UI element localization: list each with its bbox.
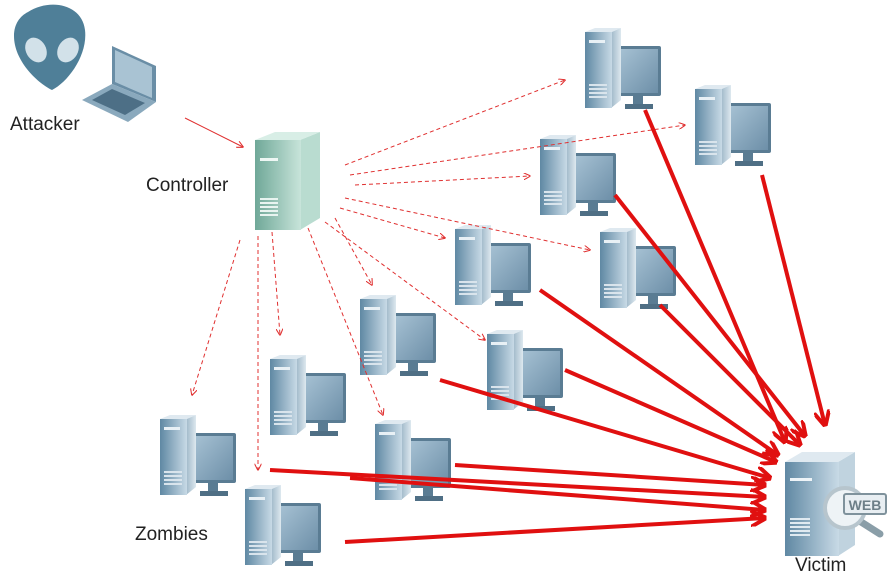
attack-arrow <box>564 368 776 462</box>
zombie-computer-icon <box>245 485 321 566</box>
attack-arrow <box>538 288 778 455</box>
attack-arrow <box>454 463 765 485</box>
command-arrows <box>184 80 685 470</box>
attack-arrow <box>349 476 765 510</box>
controller-server-icon <box>255 132 320 230</box>
laptop-icon <box>82 46 156 122</box>
attack-arrow <box>613 193 805 436</box>
controller-label: Controller <box>146 175 229 196</box>
victim-label: Victim <box>795 555 847 576</box>
attack-arrows <box>269 109 825 544</box>
zombie-computer-icon <box>695 85 771 166</box>
command-arrow <box>192 239 241 395</box>
zombie-computer-icon <box>270 355 346 436</box>
attack-arrow <box>344 518 765 544</box>
zombie-computer-icon <box>600 228 676 309</box>
command-arrow <box>344 80 565 166</box>
zombie-computer-icon <box>160 415 236 496</box>
command-arrow <box>324 221 485 340</box>
attack-arrow <box>643 109 785 442</box>
attacker-to-controller-arrow <box>184 117 243 147</box>
command-arrow <box>349 125 685 176</box>
command-arrow <box>271 231 280 335</box>
command-arrow <box>334 217 372 285</box>
zombies-label: Zombies <box>135 524 208 545</box>
command-arrow <box>339 207 445 238</box>
attack-arrow <box>658 303 800 445</box>
zombie-computer-icon <box>455 225 531 306</box>
alien-icon <box>14 4 86 90</box>
web-badge: WEB <box>849 497 882 513</box>
zombie-computer-icon <box>540 135 616 216</box>
attacker-node <box>14 4 156 122</box>
attacker-label: Attacker <box>10 114 80 135</box>
attack-arrow <box>439 378 770 478</box>
zombie-computer-icon <box>360 295 436 376</box>
command-arrow <box>354 176 530 186</box>
attack-arrow <box>760 174 825 425</box>
zombie-computer-icon <box>375 420 451 501</box>
victim-web-server-icon: WEB <box>785 452 887 556</box>
attack-arrow <box>269 468 765 497</box>
zombie-computer-icon <box>585 28 661 109</box>
command-arrow <box>307 227 383 415</box>
magnifier-icon: WEB <box>823 486 887 538</box>
